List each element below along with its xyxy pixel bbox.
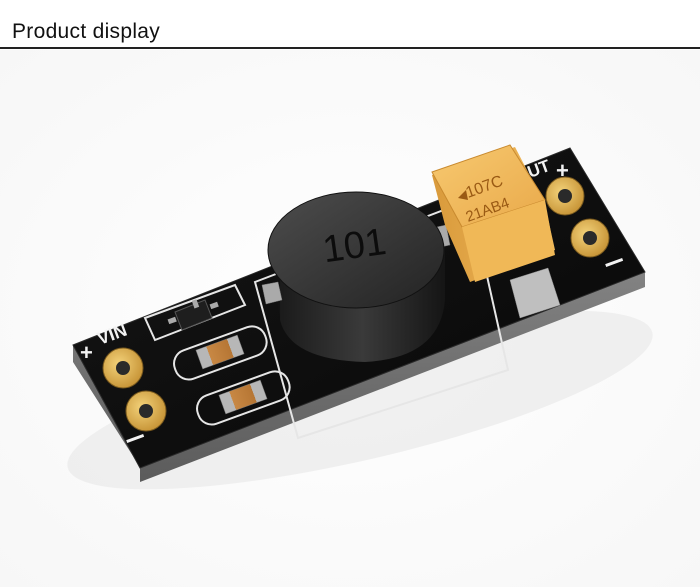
diode-silkscreen	[143, 283, 247, 342]
power-inductor: 101	[261, 191, 451, 362]
diode-lead-right	[209, 301, 219, 310]
vin-minus-pad-hole	[139, 404, 153, 418]
pcb-minus-sign-output	[605, 257, 624, 267]
section-title: Product display	[12, 20, 161, 43]
pcb-plus-sign-input: +	[80, 340, 93, 365]
smd-capacitor-1	[173, 325, 268, 381]
capacitor-polarity-mark	[458, 190, 468, 200]
smd-capacitor-2	[196, 370, 291, 426]
vout-minus-pad-hole	[583, 231, 597, 245]
product-photo: VIN + UT + 101 107C 21AB4	[0, 50, 700, 587]
diode-lead-left	[167, 316, 177, 325]
header-divider	[0, 47, 700, 49]
tantalum-capacitor: 107C 21AB4	[431, 144, 561, 319]
section-header: Product display	[0, 0, 700, 50]
diode-lead-top	[191, 299, 200, 309]
vin-plus-pad-hole	[116, 361, 130, 375]
pcb-plus-sign-output: +	[556, 158, 569, 183]
pcb-minus-sign-input	[126, 433, 145, 443]
inductor-marking: 101	[320, 221, 389, 271]
vout-plus-pad-hole	[558, 189, 572, 203]
